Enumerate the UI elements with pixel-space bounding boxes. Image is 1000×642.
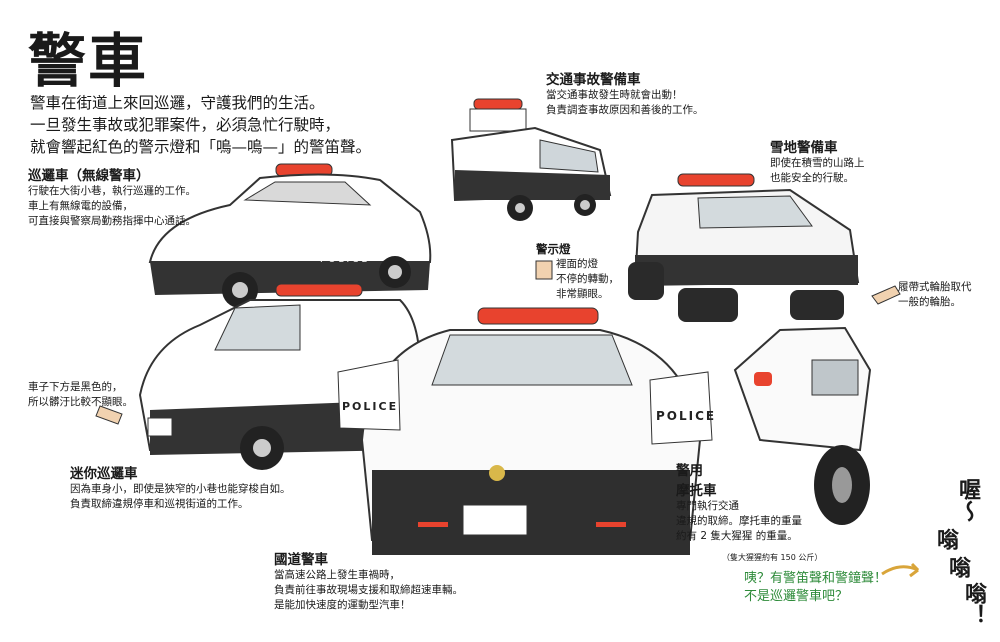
page-title: 警車 [28,27,149,95]
siren-sound-effect: 喔～ 嗡 嗡 嗡！ [930,478,992,628]
light-heading: 警示燈 [536,242,571,256]
caption-line: 負責調查事故原因和善後的工作。 [546,104,704,116]
intro-line: 就會響起紅色的警示燈和「嗚—嗚—」的警笛聲。 [30,138,372,156]
snow-suv-illustration [628,173,860,322]
police-motorcycle-illustration [733,326,872,525]
caption-line: 不停的轉動， [556,273,619,285]
caption-line: 一般的輪胎。 [898,296,961,308]
caption-line: 違規的取締。摩托車的重量 [676,515,802,527]
highway-heading: 國道警車 [274,552,328,568]
traffic-van-illustration [450,98,612,221]
highway-car-caption: 國道警車 當高速公路上發生車禍時， 負責前往事故現場支援和取締超速車輛。 是能加… [274,548,463,613]
caption-line: 當高速公路上發生車禍時， [274,569,400,581]
snow-heading: 雪地警備車 [770,140,838,156]
hand-pointer-icon [535,260,553,280]
intro-text: 警車在街道上來回巡邏，守護我們的生活。 一旦發生事故或犯罪案件，必須急忙行駛時，… [30,92,371,158]
motorbike-heading: 摩托車 [676,483,717,499]
caption-line: 負責取締違規停車和巡視街道的工作。 [70,498,249,510]
pointer-icons [95,260,920,578]
caption-line: 車上有無線電的設備， [28,200,133,212]
patrol-sedan-illustration: POLICE [148,163,432,308]
caption-line: 非常顯眼。 [556,288,609,300]
caption-line: 負責前往事故現場支援和取締超速車輛。 [274,584,463,596]
question-line: 咦？有警笛聲和警鐘聲！ [744,571,888,586]
caption-line: 可直接與警察局勤務指揮中心通話。 [28,215,196,227]
patrol-car-caption: 巡邏車（無線警車） 行駛在大街小巷，執行巡邏的工作。 車上有無線電的設備， 可直… [28,164,196,229]
shout-char: 嗡 [933,528,958,550]
shout-char: 嗡！ [961,582,986,626]
highway-police-text-right: POLICE [656,409,716,423]
arrow-icon [881,562,920,578]
shout-char: 喔～ [955,478,980,522]
question-note: 咦？有警笛聲和警鐘聲！ 不是巡邏警車吧？ [744,570,887,606]
caption-line: 是能加快速度的運動型汽車！ [274,599,411,611]
highway-police-text-left: POLICE [342,400,398,413]
caption-line: 約有 2 隻大猩猩 的重量。 [676,530,798,542]
mini-heading: 迷你巡邏車 [70,466,138,482]
siren-light-caption: 警示燈 裡面的燈 不停的轉動， 非常顯眼。 [536,241,619,302]
mini-patrol-caption: 迷你巡邏車 因為車身小，即使是狹窄的小巷也能穿梭自如。 負責取締違規停車和巡視街… [70,462,291,512]
caption-line: 履帶式輪胎取代 [898,281,972,293]
shout-char: 嗡 [945,556,970,578]
highway-car-illustration: POLICE POLICE [337,307,716,555]
weight-footnote: （隻大猩猩約有 150 公斤） [722,553,823,562]
hand-pointer-icon [871,285,901,305]
motorcycle-caption: 警用 摩托車 專門執行交通 違規的取締。摩托車的重量 約有 2 隻大猩猩 的重量… [676,459,822,563]
traffic-heading: 交通事故警備車 [546,72,641,88]
intro-line: 警車在街道上來回巡邏，守護我們的生活。 [30,94,325,112]
caption-line: 專門執行交通 [676,500,739,512]
underbody-note: 車子下方是黑色的， 所以髒汙比較不顯眼。 [28,380,133,410]
hand-pointer-icon [95,405,123,425]
caption-line: 當交通事故發生時就會出動！ [546,89,683,101]
caption-line: 因為車身小，即使是狹窄的小巷也能穿梭自如。 [70,483,291,495]
sedan-police-text: POLICE [320,255,370,265]
caption-line: 行駛在大街小巷，執行巡邏的工作。 [28,185,196,197]
traffic-van-caption: 交通事故警備車 當交通事故發生時就會出動！ 負責調查事故原因和善後的工作。 [546,68,704,118]
motorbike-heading: 警用 [676,463,703,479]
track-tire-note: 履帶式輪胎取代 一般的輪胎。 [898,280,972,310]
patrol-heading: 巡邏車（無線警車） [28,168,150,184]
caption-line: 所以髒汙比較不顯眼。 [28,396,133,408]
caption-line: 即使在積雪的山路上 [770,157,865,169]
caption-line: 裡面的燈 [556,258,598,270]
intro-line: 一旦發生事故或犯罪案件，必須急忙行駛時， [30,116,341,134]
question-line: 不是巡邏警車吧？ [744,589,849,604]
snow-suv-caption: 雪地警備車 即使在積雪的山路上 也能安全的行駛。 [770,136,865,186]
caption-line: 車子下方是黑色的， [28,381,123,393]
caption-line: 也能安全的行駛。 [770,172,854,184]
